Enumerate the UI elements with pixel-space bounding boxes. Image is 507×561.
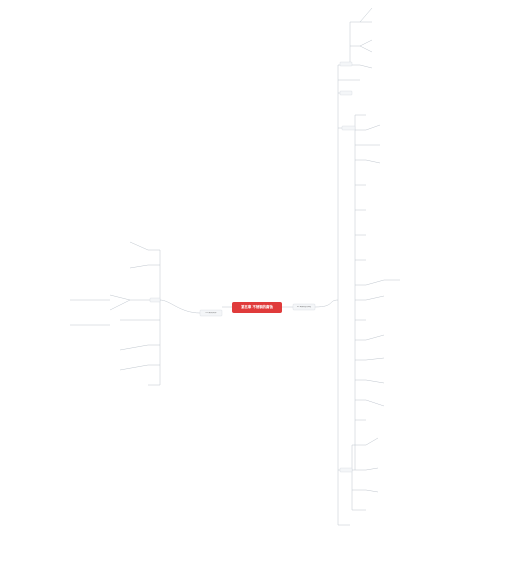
hub-node-left[interactable] bbox=[199, 309, 223, 317]
node-top-2[interactable] bbox=[339, 90, 353, 96]
mindmap-connectors bbox=[70, 7, 400, 526]
hub-node-right[interactable] bbox=[292, 303, 316, 311]
node-mid[interactable] bbox=[341, 125, 356, 131]
mindmap-nodes bbox=[149, 61, 356, 473]
left-hub-label: 5.1 腐蚀与防护 bbox=[205, 312, 217, 314]
node-top-1[interactable] bbox=[339, 61, 353, 67]
root-node[interactable]: 第五章 不锈钢的腐蚀 bbox=[232, 302, 282, 313]
right-hub-label: 5.2 腐蚀类型与机理 bbox=[296, 306, 312, 308]
node-left-main[interactable] bbox=[149, 297, 161, 303]
node-bottom[interactable] bbox=[339, 467, 353, 473]
